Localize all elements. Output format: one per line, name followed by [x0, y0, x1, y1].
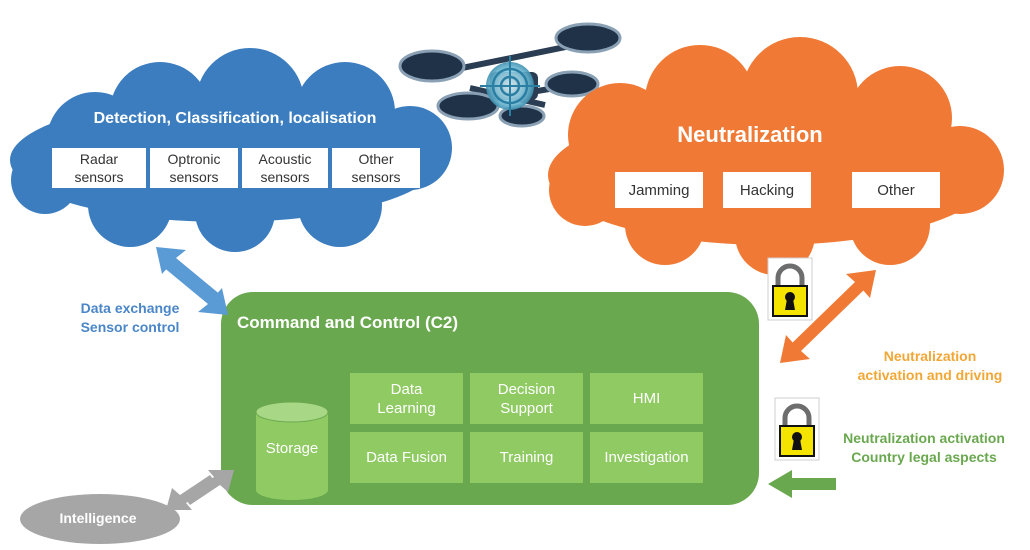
- module-decision-support: Decision Support: [470, 373, 583, 424]
- sensor-acoustic: Acoustic sensors: [242, 148, 328, 188]
- data-exchange-arrow: [156, 247, 228, 315]
- legal-aspects-label: Neutralization activation Country legal …: [843, 430, 1005, 465]
- detection-title: Detection, Classification, localisation: [93, 110, 377, 127]
- padlock-icon: [767, 257, 813, 321]
- neutralization-cloud: [548, 37, 1004, 275]
- intelligence-arrow: [166, 470, 234, 510]
- neutralization-other: Other: [852, 172, 940, 208]
- neutralization-jamming: Jamming: [615, 172, 703, 208]
- module-data-learning: Data Learning: [350, 373, 463, 424]
- storage-cylinder-icon: [255, 401, 329, 500]
- neutralization-driving-label: Neutralization activation and driving: [857, 348, 1003, 383]
- sensor-optronic: Optronic sensors: [150, 148, 238, 188]
- sensor-other: Other sensors: [332, 148, 420, 188]
- data-exchange-label: Data exchange Sensor control: [80, 300, 180, 335]
- neutralization-hacking: Hacking: [723, 172, 811, 208]
- module-investigation: Investigation: [590, 432, 703, 483]
- target-crosshair-icon: [480, 56, 540, 116]
- neutralization-title: Neutralization: [677, 122, 823, 147]
- legal-activation-arrow: [768, 470, 836, 498]
- module-data-fusion: Data Fusion: [350, 432, 463, 483]
- storage-label: Storage: [265, 440, 319, 457]
- module-training: Training: [470, 432, 583, 483]
- neutralization-driving-arrow: [780, 270, 876, 363]
- sensor-radar: Radar sensors: [52, 148, 146, 188]
- padlock-icon: [774, 397, 820, 461]
- c2-title: Command and Control (C2): [237, 313, 458, 332]
- intelligence-label: Intelligence: [59, 510, 137, 526]
- module-hmi: HMI: [590, 373, 703, 424]
- intelligence-ellipse: [20, 494, 180, 544]
